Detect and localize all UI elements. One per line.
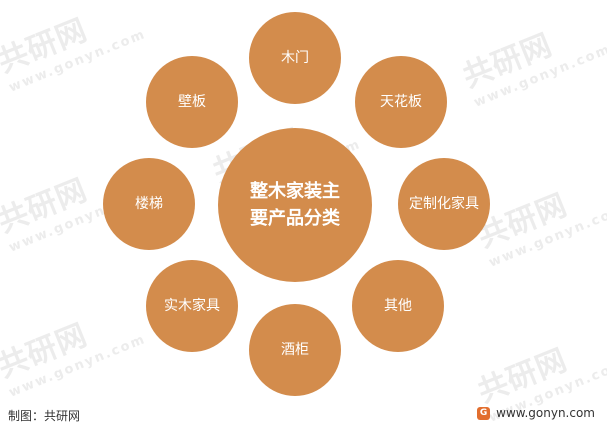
site-credit: G www.gonyn.com [477, 406, 595, 420]
node-wall-panel: 壁板 [146, 56, 238, 148]
node-label: 定制化家具 [409, 195, 479, 212]
node-label: 楼梯 [135, 195, 163, 212]
site-url: www.gonyn.com [496, 406, 595, 420]
node-label: 其他 [384, 297, 412, 314]
node-label: 木门 [281, 49, 309, 66]
node-label: 壁板 [178, 93, 206, 110]
center-node-label: 整木家装主要产品分类 [250, 181, 340, 229]
node-custom-furniture: 定制化家具 [398, 158, 490, 250]
brand-logo-icon: G [477, 406, 491, 420]
node-wine-cabinet: 酒柜 [249, 304, 341, 396]
node-label: 天花板 [380, 93, 422, 110]
source-credit: 制图：共研网 [8, 409, 81, 423]
node-wooden-door: 木门 [249, 12, 341, 104]
node-other: 其他 [352, 260, 444, 352]
node-ceiling: 天花板 [355, 56, 447, 148]
node-solid-wood-furniture: 实木家具 [146, 260, 238, 352]
center-node: 整木家装主要产品分类 [218, 128, 372, 282]
node-label: 酒柜 [281, 341, 309, 358]
node-stairs: 楼梯 [103, 158, 195, 250]
node-label: 实木家具 [164, 297, 220, 314]
